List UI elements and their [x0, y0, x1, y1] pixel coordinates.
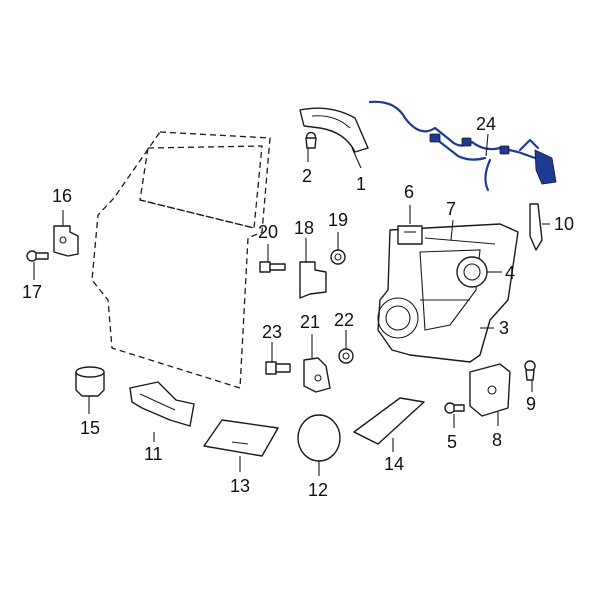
callout-14: 14	[384, 454, 404, 474]
part-12-plug[interactable]	[297, 414, 341, 462]
callout-21: 21	[300, 312, 320, 332]
callout-17: 17	[22, 282, 42, 302]
part-23-bolt[interactable]	[265, 361, 291, 375]
part-15-speaker[interactable]	[75, 366, 105, 397]
part-2-screw[interactable]	[305, 131, 317, 149]
callout-1: 1	[356, 174, 366, 194]
callout-5: 5	[447, 432, 457, 452]
part-4-motor[interactable]	[456, 256, 488, 288]
callout-23: 23	[262, 322, 282, 342]
callout-13: 13	[230, 476, 250, 496]
callout-labels: 1 2 3 4 5 6 7 8 9 10 11 12 13 14 15 16 1…	[22, 114, 574, 500]
callout-7: 7	[446, 199, 456, 219]
part-16-hinge[interactable]	[53, 225, 79, 257]
part-19-nut[interactable]	[330, 249, 346, 265]
part-10-clip[interactable]	[529, 203, 543, 251]
callout-3: 3	[499, 318, 509, 338]
part-8-lock-actuator[interactable]	[469, 363, 511, 417]
callout-16: 16	[52, 186, 72, 206]
part-17-bolt[interactable]	[26, 250, 49, 262]
leader-lines	[33, 133, 550, 476]
callout-4: 4	[505, 263, 515, 283]
part-20-bolt[interactable]	[259, 261, 286, 273]
callout-15: 15	[80, 418, 100, 438]
callout-18: 18	[294, 218, 314, 238]
callout-20: 20	[258, 222, 278, 242]
part-6-latch[interactable]	[397, 225, 423, 245]
callout-22: 22	[334, 310, 354, 330]
part-11-deflector[interactable]	[129, 381, 195, 427]
part-5-screw[interactable]	[444, 402, 465, 414]
callout-10: 10	[554, 214, 574, 234]
callout-9: 9	[526, 394, 536, 414]
part-18-hinge[interactable]	[299, 261, 327, 299]
part-14-insulator[interactable]	[353, 397, 425, 445]
callout-8: 8	[492, 430, 502, 450]
part-7-rod[interactable]	[424, 237, 496, 245]
part-9-screw[interactable]	[524, 360, 536, 381]
callout-19: 19	[328, 210, 348, 230]
part-24-wiring-harness[interactable]	[368, 100, 557, 192]
part-22-nut[interactable]	[338, 348, 354, 364]
part-13-water-shield[interactable]	[203, 419, 279, 457]
callout-2: 2	[302, 166, 312, 186]
part-1-outside-handle[interactable]	[299, 107, 369, 153]
callout-24: 24	[476, 114, 496, 134]
callout-12: 12	[308, 480, 328, 500]
part-21-check-strap[interactable]	[303, 357, 331, 393]
callout-11: 11	[144, 444, 163, 464]
callout-6: 6	[404, 182, 414, 202]
door-shell-outline	[91, 131, 271, 389]
